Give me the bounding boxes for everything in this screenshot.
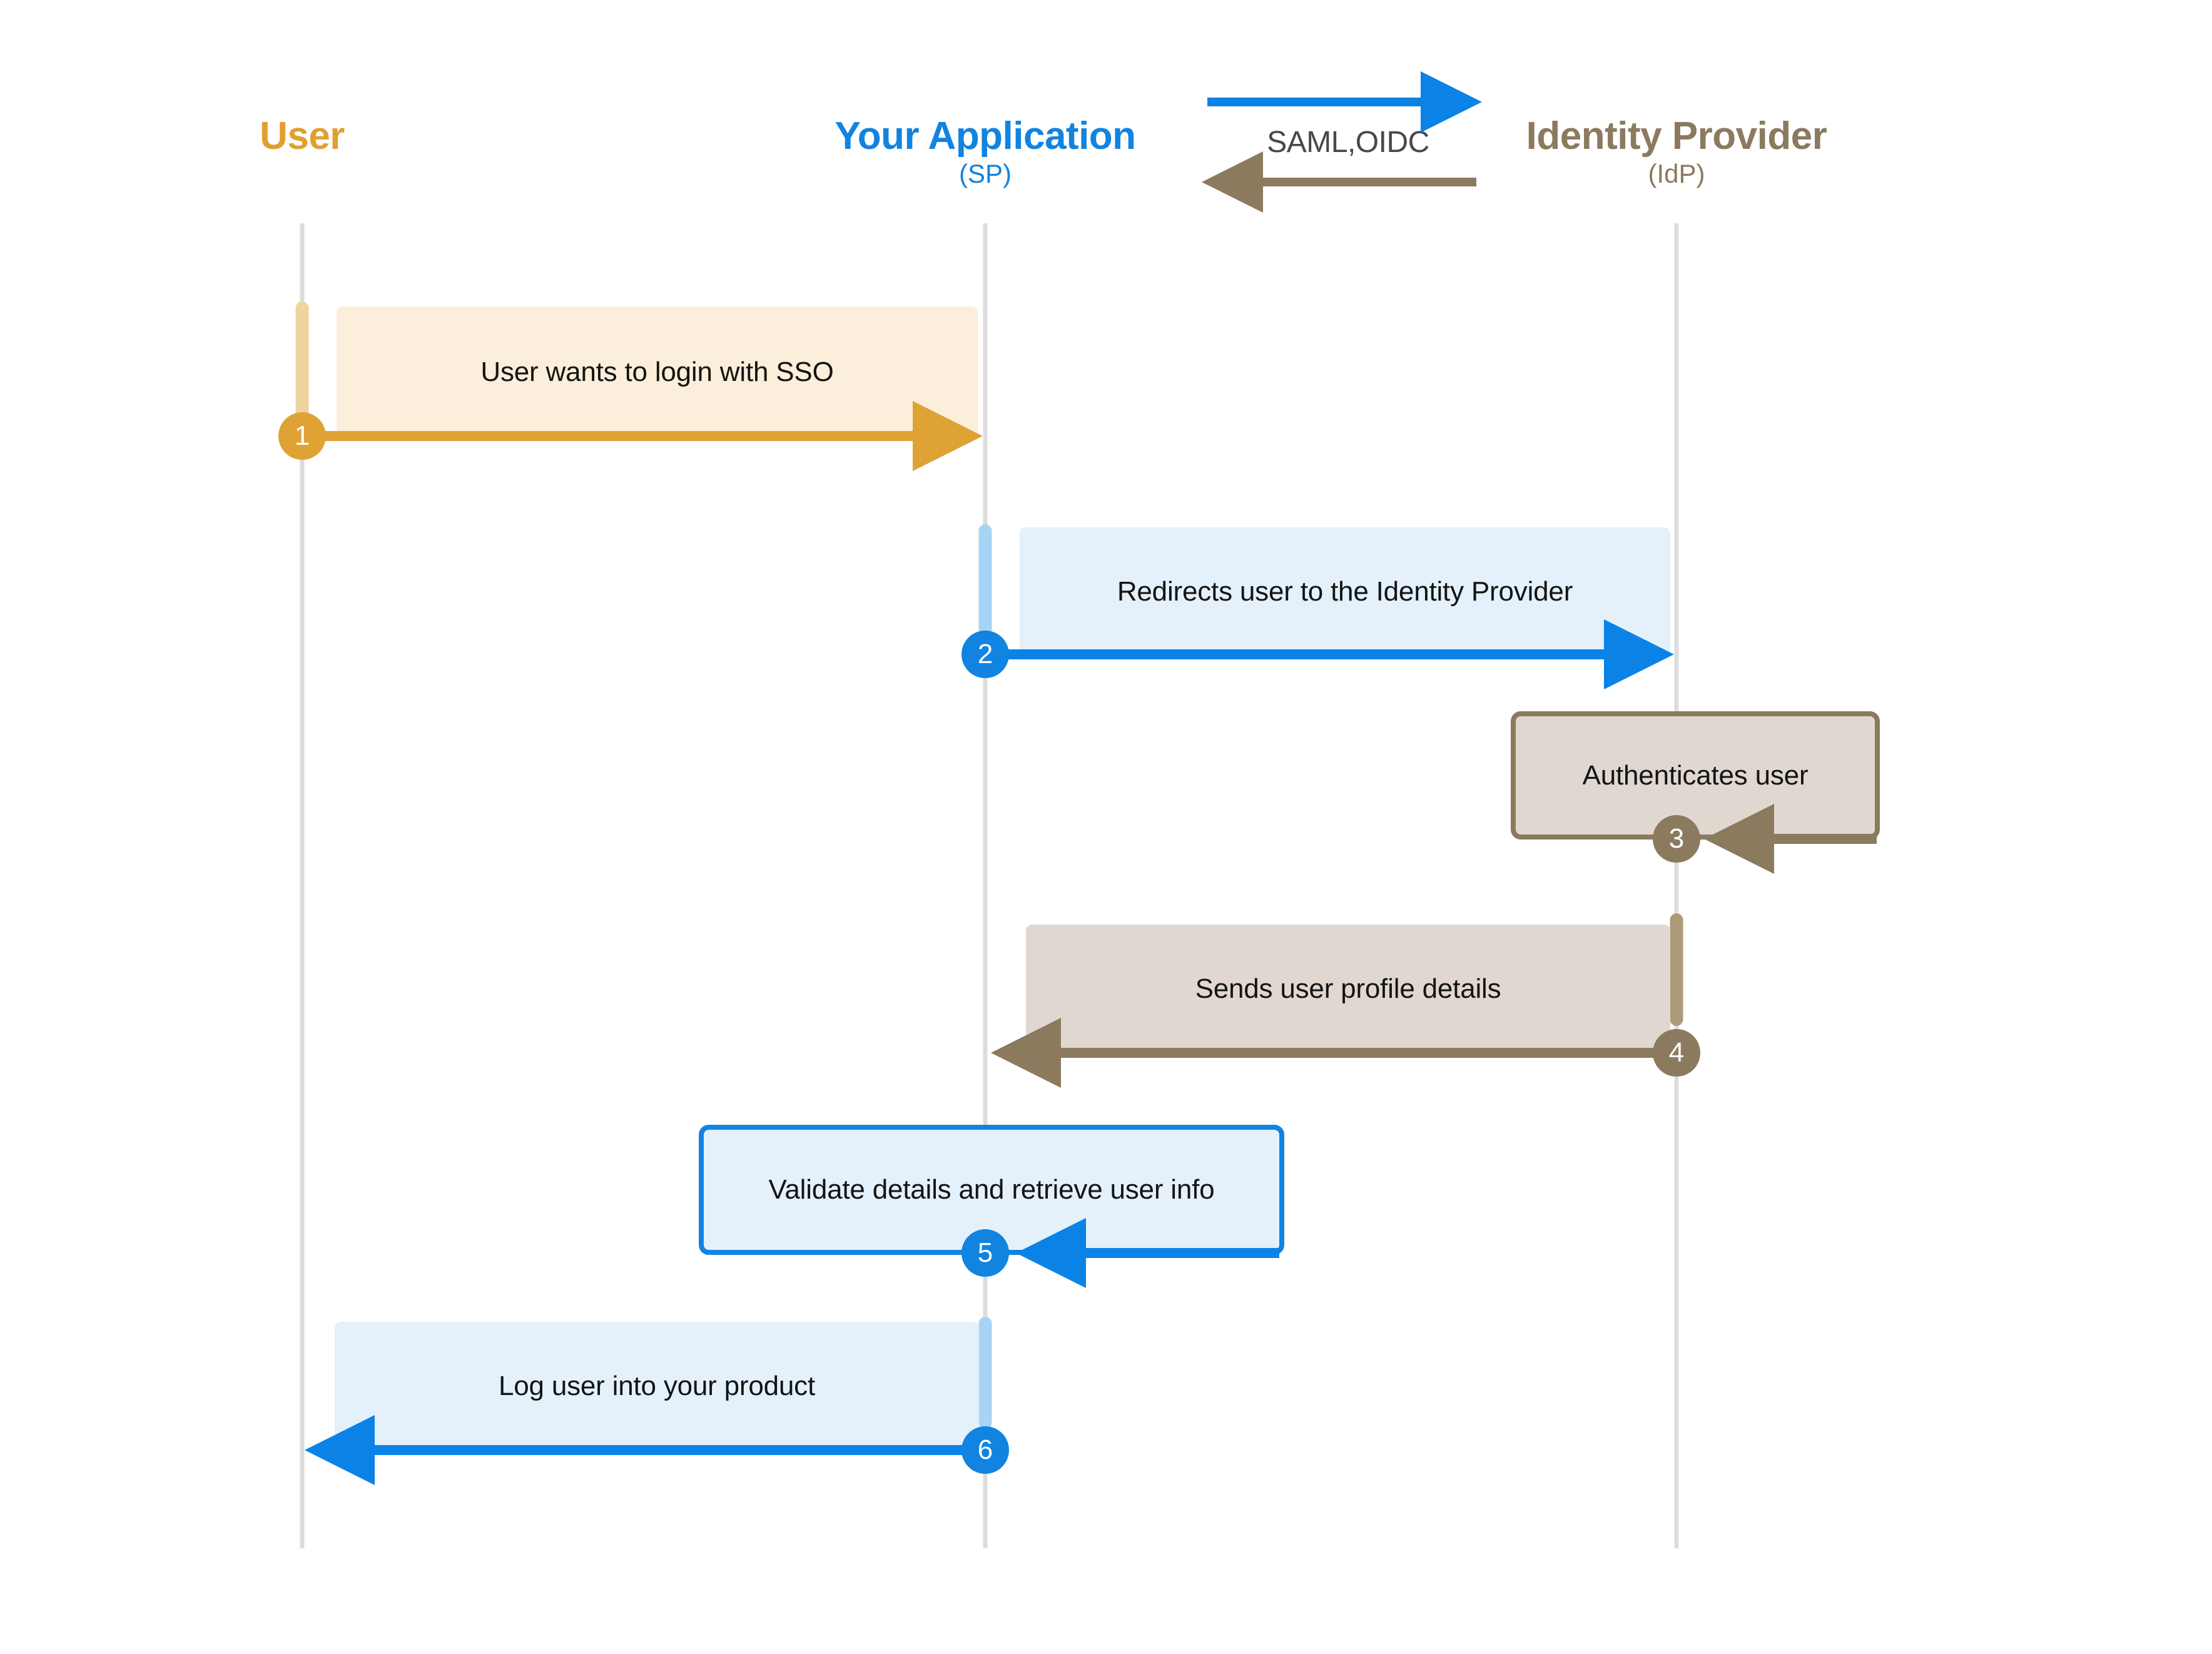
message-note-step-4: Sends user profile details [1026, 925, 1670, 1053]
step-number-2: 2 [977, 639, 993, 669]
activation-bar-sp-step6 [978, 1317, 992, 1429]
message-label-step-6: Log user into your product [499, 1370, 815, 1401]
actor-name-identity-provider: Identity Provider [1526, 114, 1827, 158]
step-badge-6: 6 [961, 1426, 1009, 1474]
actor-name-your-application: Your Application [835, 114, 1136, 158]
message-note-step-1: User wants to login with SSO [337, 307, 978, 438]
step-number-6: 6 [977, 1434, 993, 1465]
message-label-step-2: Redirects user to the Identity Provider [1117, 576, 1573, 607]
protocol-label: SAML,OIDC [1267, 126, 1429, 159]
step-badge-4: 4 [1653, 1029, 1700, 1077]
actor-subtitle-idp: (IdP) [1648, 159, 1705, 189]
message-label-step-1: User wants to login with SSO [480, 357, 834, 387]
message-note-step-2: Redirects user to the Identity Provider [1020, 527, 1670, 656]
actor-header-user: User [260, 116, 345, 156]
actor-header-your-application: Your Application (SP) [835, 114, 1136, 189]
step-number-1: 1 [294, 420, 310, 451]
lifeline-user [300, 223, 305, 1548]
lifeline-identity-provider [1674, 223, 1679, 1548]
activation-bar-sp-step2 [978, 524, 992, 646]
message-label-step-5: Validate details and retrieve user info [768, 1174, 1215, 1205]
step-badge-2: 2 [961, 631, 1009, 678]
activation-bar-user-step1 [295, 302, 309, 427]
step-number-4: 4 [1668, 1037, 1685, 1068]
step-number-5: 5 [977, 1237, 993, 1268]
step-number-3: 3 [1668, 823, 1685, 854]
message-label-step-4: Sends user profile details [1195, 973, 1501, 1004]
activation-bar-idp-step4 [1670, 913, 1683, 1026]
message-note-step-6: Log user into your product [335, 1322, 979, 1450]
lifeline-your-application [983, 223, 988, 1548]
actor-header-identity-provider: Identity Provider (IdP) [1526, 116, 1827, 189]
step-badge-3: 3 [1653, 815, 1700, 863]
step-badge-5: 5 [961, 1229, 1009, 1277]
actor-subtitle-sp: (SP) [958, 159, 1012, 189]
step-badge-1: 1 [278, 412, 326, 460]
actor-name-user: User [260, 114, 345, 158]
self-message-note-step-3: Authenticates user [1511, 711, 1880, 840]
message-label-step-3: Authenticates user [1582, 759, 1809, 791]
